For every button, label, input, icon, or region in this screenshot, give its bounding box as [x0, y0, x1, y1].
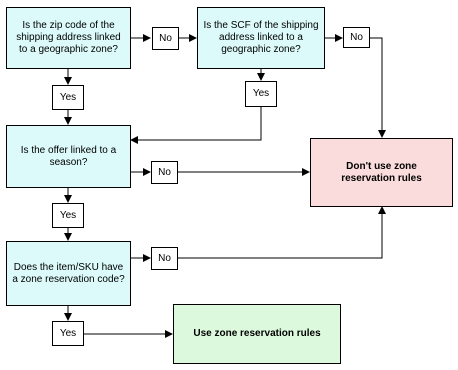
connector-sku-no-to-dontuse — [178, 206, 386, 259]
decision-zip-code-text: Is the zip code of the shipping address … — [16, 20, 121, 55]
label-no-offer-text: No — [158, 166, 171, 178]
decision-sku-code-text: Does the item/SKU have a zone reservatio… — [12, 261, 125, 285]
connector-scf-yes-to-offer — [130, 107, 262, 144]
label-yes-offer-text: Yes — [59, 209, 77, 221]
outcome-dont-use-rules: Don't use zone reservation rules — [310, 138, 453, 207]
label-yes-zip: Yes — [52, 85, 84, 110]
label-no-zip-text: No — [159, 32, 172, 44]
decision-zip-code: Is the zip code of the shipping address … — [6, 7, 131, 69]
label-no-scf: No — [343, 27, 370, 48]
decision-offer-season: Is the offer linked to a season? — [6, 125, 131, 188]
outcome-use-rules: Use zone reservation rules — [173, 304, 341, 364]
decision-scf: Is the SCF of the shipping address linke… — [197, 7, 325, 69]
label-yes-scf-text: Yes — [252, 88, 270, 99]
label-no-zip: No — [152, 27, 179, 50]
decision-scf-text: Is the SCF of the shipping address linke… — [203, 20, 319, 55]
outcome-dont-use-rules-text: Don't use zone reservation rules — [341, 160, 422, 184]
label-yes-sku: Yes — [52, 321, 84, 346]
label-yes-offer: Yes — [52, 203, 84, 228]
label-yes-scf: Yes — [245, 81, 277, 107]
decision-offer-season-text: Is the offer linked to a season? — [20, 144, 117, 168]
decision-sku-code: Does the item/SKU have a zone reservatio… — [6, 241, 131, 306]
label-no-sku: No — [151, 247, 178, 270]
label-no-offer: No — [151, 161, 178, 184]
label-yes-sku-text: Yes — [59, 327, 77, 339]
outcome-use-rules-text: Use zone reservation rules — [193, 328, 321, 339]
label-no-sku-text: No — [158, 252, 171, 264]
label-yes-zip-text: Yes — [59, 91, 77, 103]
connector-scf-no-to-dontuse — [370, 37, 386, 138]
label-no-scf-text: No — [350, 31, 363, 43]
